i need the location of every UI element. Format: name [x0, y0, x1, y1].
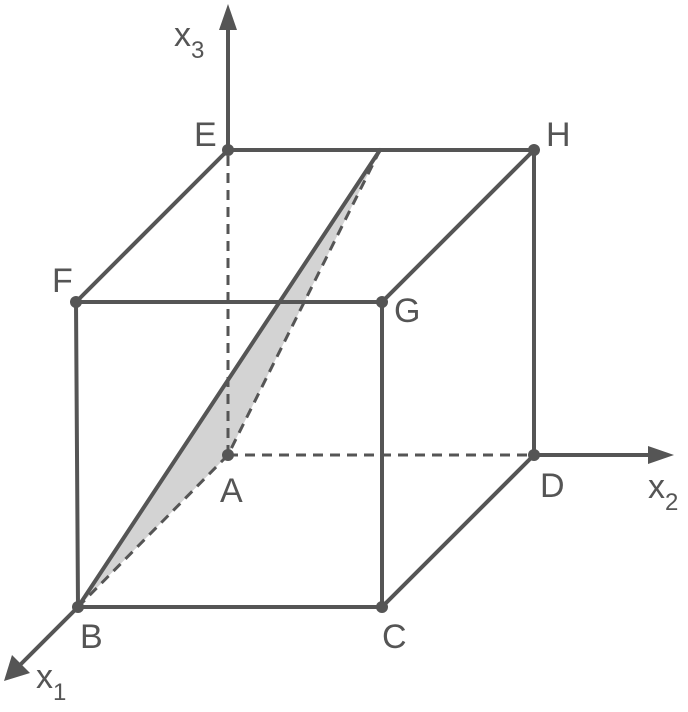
vertex-label-C: C — [382, 618, 407, 656]
vertex-dot-A — [222, 449, 234, 461]
vertex-label-G: G — [394, 292, 420, 330]
vertex-dot-F — [70, 296, 82, 308]
axis-label-x2-base: x — [648, 468, 665, 506]
section-visible-edge — [76, 148, 382, 609]
hidden-edge-AB — [76, 453, 230, 609]
edge-CD — [380, 453, 536, 609]
vertex-dot-C — [376, 601, 388, 613]
axis-label-x1-index: 1 — [53, 679, 66, 706]
edge-FB — [74, 300, 80, 609]
edge-HG — [380, 148, 536, 304]
vertex-label-E: E — [194, 116, 217, 154]
vertex-label-A: A — [220, 472, 243, 510]
axis-label-x1: x1 — [36, 658, 66, 706]
axis-label-x2: x2 — [648, 468, 678, 516]
x1-axis-line — [18, 605, 80, 667]
edge-EF — [74, 148, 230, 304]
vertex-dot-H — [528, 144, 540, 156]
x1-axis-arrow — [4, 655, 30, 681]
vertex-dot-E — [222, 144, 234, 156]
axis-label-x3-base: x — [174, 16, 191, 54]
x2-axis-arrow — [648, 446, 674, 464]
vertex-label-B: B — [80, 618, 103, 656]
axis-label-x3: x3 — [174, 16, 204, 64]
axis-label-x3-index: 3 — [191, 37, 204, 64]
vertex-dot-B — [72, 601, 84, 613]
vertex-label-F: F — [52, 262, 73, 300]
vertex-dot-D — [528, 449, 540, 461]
vertex-label-H: H — [546, 116, 571, 154]
vertex-label-D: D — [540, 467, 565, 505]
axis-label-x2-index: 2 — [665, 489, 678, 516]
axis-label-x1-base: x — [36, 658, 53, 696]
x3-axis-arrow — [219, 4, 237, 30]
vertex-dot-G — [376, 296, 388, 308]
